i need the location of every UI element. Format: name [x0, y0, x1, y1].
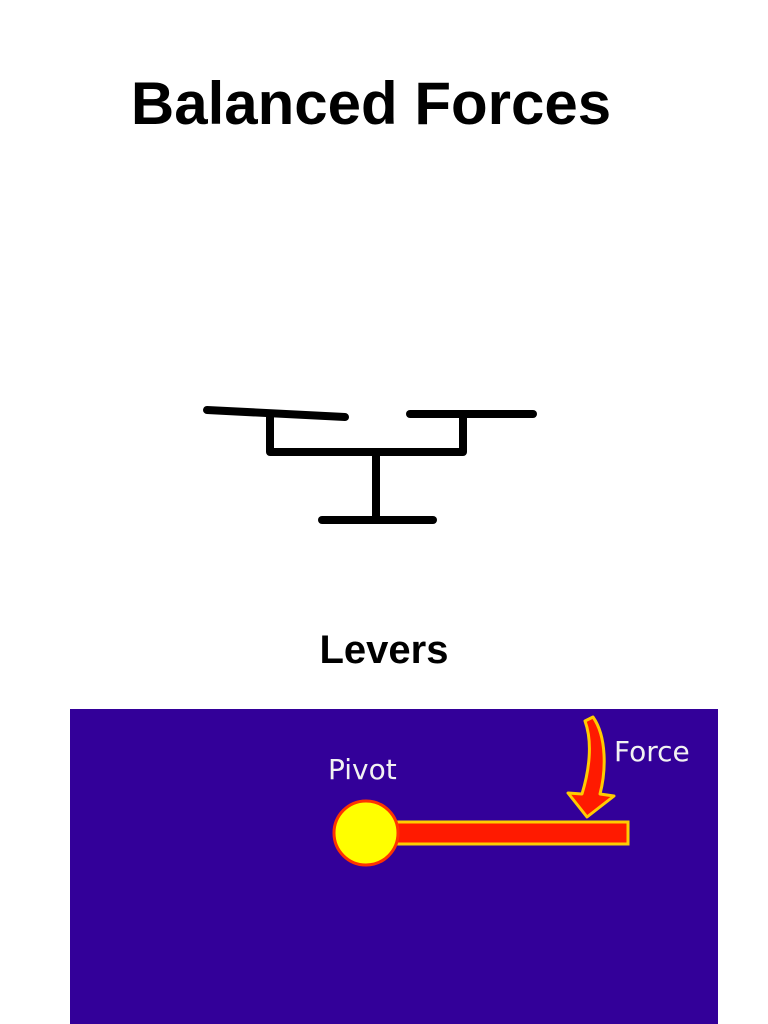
balance-scale-icon — [203, 406, 537, 524]
lever-bar — [388, 820, 630, 846]
page-title: Balanced Forces — [130, 70, 612, 137]
lever-illustration — [332, 715, 630, 867]
force-arrow-icon — [566, 715, 616, 819]
balance-scale-strokes — [203, 406, 537, 524]
pivot-circle — [332, 799, 400, 867]
lever-diagram: Pivot Force — [70, 709, 718, 1024]
beam — [266, 412, 467, 456]
pivot-label: Pivot — [328, 753, 397, 786]
section-heading: Levers — [319, 628, 449, 672]
left-pan — [203, 406, 349, 421]
force-label: Force — [614, 735, 690, 768]
